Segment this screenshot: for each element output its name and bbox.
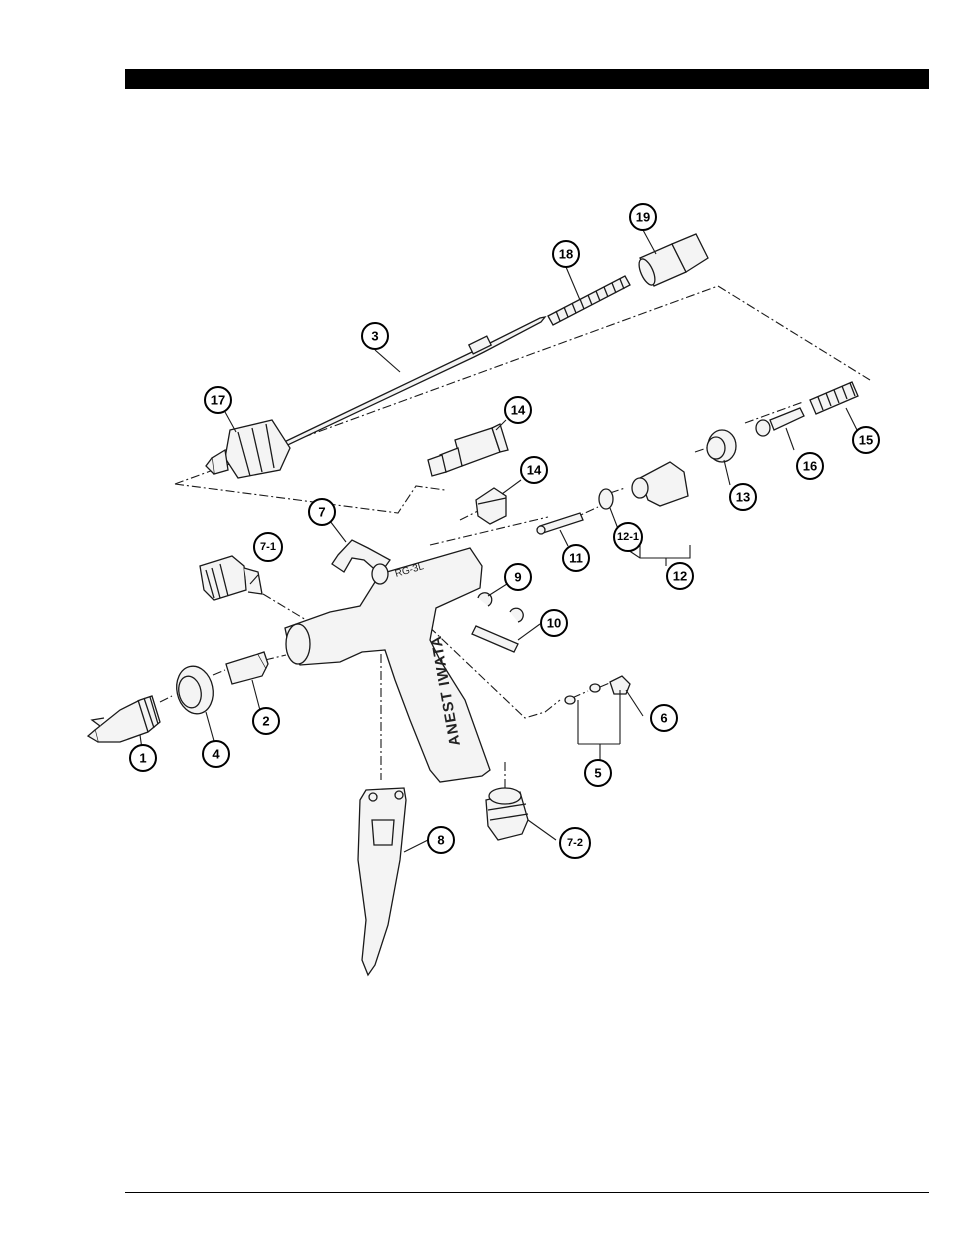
clips-9: [478, 593, 523, 622]
svg-text:6: 6: [660, 711, 667, 726]
callout-12-1: 12-1: [614, 523, 642, 551]
air-nipple-7-2: [486, 788, 528, 840]
callout-7: 7: [309, 499, 335, 525]
air-valve-14-lower: [476, 488, 506, 524]
svg-text:15: 15: [859, 433, 873, 448]
svg-text:2: 2: [262, 714, 269, 729]
svg-text:10: 10: [547, 616, 561, 631]
footer-rule: [125, 1192, 929, 1193]
callout-16: 16: [797, 453, 823, 479]
callout-7-1: 7-1: [254, 533, 282, 561]
callout-13: 13: [730, 484, 756, 510]
fluid-valve-17: [206, 420, 290, 478]
callout-15: 15: [853, 427, 879, 453]
callout-bubbles: 3 17 18 19 14 14 15 16 13 12-1 12 11 7 7…: [130, 204, 879, 858]
svg-text:7: 7: [318, 505, 325, 520]
callout-1: 1: [130, 745, 156, 771]
svg-text:12: 12: [673, 569, 687, 584]
callout-14-lower: 14: [521, 457, 547, 483]
svg-text:16: 16: [803, 459, 817, 474]
cap-1: [88, 696, 160, 742]
svg-text:14: 14: [527, 463, 542, 478]
svg-text:13: 13: [736, 490, 750, 505]
callout-18: 18: [553, 241, 579, 267]
callout-9: 9: [505, 564, 531, 590]
svg-text:7-1: 7-1: [260, 541, 276, 553]
callout-3: 3: [362, 323, 388, 349]
svg-text:5: 5: [594, 766, 601, 781]
knob-19: [636, 234, 708, 287]
callout-12: 12: [667, 563, 693, 589]
callout-8: 8: [428, 827, 454, 853]
svg-text:4: 4: [212, 747, 220, 762]
trigger-8: [358, 788, 406, 975]
svg-text:17: 17: [211, 393, 225, 408]
svg-text:11: 11: [569, 551, 583, 566]
piston-16: [756, 408, 804, 436]
callout-leaders: [140, 230, 857, 852]
callout-2: 2: [253, 708, 279, 734]
retainer-ring-4: [172, 663, 217, 717]
fitting-7-1: [200, 556, 262, 600]
svg-text:19: 19: [636, 210, 650, 225]
spring-18: [548, 276, 630, 325]
svg-text:3: 3: [371, 329, 378, 344]
callout-11: 11: [563, 545, 589, 571]
callout-17: 17: [205, 387, 231, 413]
callout-5: 5: [585, 760, 611, 786]
svg-text:12-1: 12-1: [617, 531, 639, 543]
callout-14-upper: 14: [505, 397, 531, 423]
nut-13: [707, 430, 736, 462]
svg-text:14: 14: [511, 403, 526, 418]
spring-15: [810, 382, 858, 414]
o-ring-12-1: [599, 489, 613, 509]
valve-body-12: [632, 462, 688, 506]
callout-4: 4: [203, 741, 229, 767]
callout-6: 6: [651, 705, 677, 731]
svg-text:7-2: 7-2: [567, 837, 583, 849]
callout-19: 19: [630, 204, 656, 230]
svg-text:18: 18: [559, 247, 573, 262]
callout-7-2: 7-2: [560, 828, 590, 858]
pin-10: [472, 626, 518, 652]
svg-text:1: 1: [139, 751, 146, 766]
nozzle-2: [226, 652, 268, 684]
svg-text:9: 9: [514, 570, 521, 585]
air-valve-14-upper: [428, 424, 508, 476]
callout-10: 10: [541, 610, 567, 636]
svg-text:8: 8: [437, 833, 444, 848]
